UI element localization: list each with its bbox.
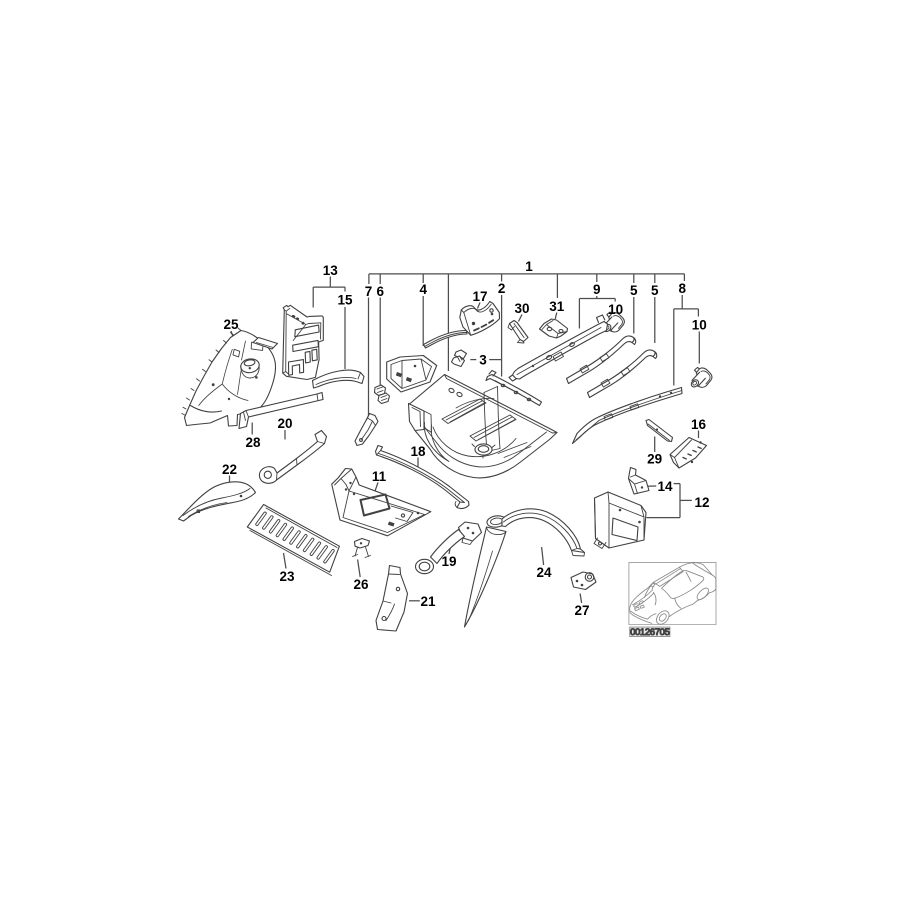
- svg-text:22: 22: [222, 462, 237, 477]
- svg-text:25: 25: [223, 317, 239, 332]
- svg-text:19: 19: [441, 554, 456, 569]
- svg-text:10: 10: [692, 318, 707, 333]
- svg-text:3: 3: [479, 353, 487, 368]
- svg-text:1: 1: [525, 259, 533, 274]
- svg-text:21: 21: [420, 594, 436, 609]
- svg-text:13: 13: [323, 263, 339, 278]
- svg-text:6: 6: [376, 284, 384, 299]
- svg-text:26: 26: [353, 577, 369, 592]
- svg-text:11: 11: [372, 469, 387, 484]
- svg-text:00126705: 00126705: [630, 627, 670, 638]
- svg-text:5: 5: [630, 283, 638, 298]
- svg-text:18: 18: [410, 444, 426, 459]
- svg-text:7: 7: [365, 284, 373, 299]
- svg-text:14: 14: [657, 479, 673, 494]
- svg-text:23: 23: [279, 569, 295, 584]
- svg-text:17: 17: [472, 289, 487, 304]
- svg-text:30: 30: [514, 301, 529, 316]
- svg-text:8: 8: [678, 281, 686, 296]
- svg-text:20: 20: [277, 416, 292, 431]
- svg-text:4: 4: [419, 282, 427, 297]
- svg-text:12: 12: [694, 495, 709, 510]
- svg-text:24: 24: [536, 565, 552, 580]
- svg-text:9: 9: [593, 282, 601, 297]
- svg-text:2: 2: [498, 281, 506, 296]
- svg-text:15: 15: [337, 293, 353, 308]
- svg-text:31: 31: [549, 299, 565, 314]
- svg-text:16: 16: [691, 417, 707, 432]
- svg-text:10: 10: [608, 302, 623, 317]
- svg-text:27: 27: [574, 603, 589, 618]
- svg-text:5: 5: [651, 283, 659, 298]
- svg-text:28: 28: [245, 435, 261, 450]
- svg-text:29: 29: [647, 452, 662, 467]
